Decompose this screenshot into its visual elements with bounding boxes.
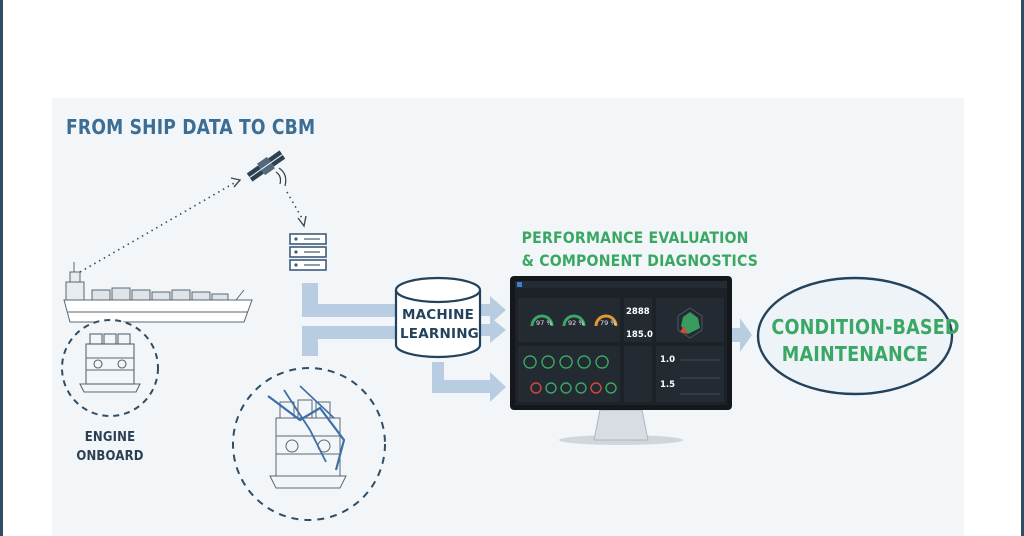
machine-learning-label: MACHINE LEARNING bbox=[400, 306, 479, 344]
machine-learning-line-1: MACHINE bbox=[401, 307, 475, 323]
dotted-link-arrowhead bbox=[297, 215, 307, 228]
database-icon bbox=[394, 276, 482, 359]
flow-arrows bbox=[302, 283, 752, 402]
cbm-line-1: CONDITION-BASED bbox=[771, 315, 960, 339]
engine-label-line-2: ONBOARD bbox=[76, 449, 144, 464]
dotted-link-arrowhead bbox=[230, 177, 242, 188]
satellite-icon bbox=[246, 150, 286, 182]
stat-value-2: 185.0 bbox=[626, 330, 653, 340]
stat-value-1: 2888 bbox=[626, 307, 650, 317]
stat-value-4: 1.5 bbox=[660, 380, 675, 390]
gauge-value-3: 79 % bbox=[600, 319, 617, 327]
arrow-icon bbox=[432, 362, 506, 402]
engine-icon bbox=[267, 385, 347, 489]
cbm-line-2: MAINTENANCE bbox=[781, 342, 929, 366]
monitor-icon[interactable]: 97 % 92 % 79 % 2888 185.0 1.0 1.5 bbox=[510, 276, 732, 445]
engine-icon bbox=[79, 333, 141, 393]
performance-line-1: PERFORMANCE EVALUATION bbox=[521, 228, 749, 247]
dotted-link-ship-satellite bbox=[79, 181, 237, 273]
cbm-oval bbox=[756, 276, 954, 396]
diagram-title: FROM SHIP DATA TO CBM bbox=[66, 115, 316, 139]
engine-label-line-1: ENGINE bbox=[84, 430, 136, 445]
cbm-label: CONDITION-BASED MAINTENANCE bbox=[760, 314, 960, 368]
gauge-value-1: 97 % bbox=[536, 319, 553, 327]
ship-icon bbox=[63, 262, 253, 323]
server-icon bbox=[289, 233, 327, 271]
performance-line-2: & COMPONENT DIAGNOSTICS bbox=[521, 251, 759, 270]
arrow-icon bbox=[732, 318, 752, 352]
arrow-icon bbox=[478, 317, 506, 343]
dotted-link-satellite-server bbox=[286, 191, 304, 221]
arrow-icon bbox=[478, 296, 506, 324]
machine-learning-line-2: LEARNING bbox=[400, 326, 479, 342]
gauge-value-2: 92 % bbox=[568, 319, 585, 327]
engine-detail-circle bbox=[232, 367, 386, 521]
engine-onboard-label: ENGINE ONBOARD bbox=[70, 428, 150, 466]
stat-value-3: 1.0 bbox=[660, 355, 675, 365]
performance-label: PERFORMANCE EVALUATION & COMPONENT DIAGN… bbox=[508, 226, 759, 272]
